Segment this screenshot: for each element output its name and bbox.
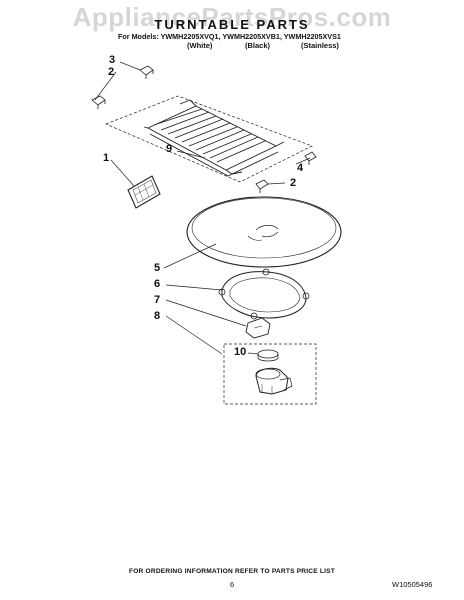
motor-part [255, 367, 293, 395]
callout-6: 6 [154, 278, 161, 290]
clip-part-2b [255, 179, 269, 193]
callout-9: 9 [166, 143, 173, 155]
callout-5: 5 [154, 262, 161, 274]
page-title: TURNTABLE PARTS [154, 17, 310, 32]
footer-note: FOR ORDERING INFORMATION REFER TO PARTS … [129, 568, 335, 575]
callout-4: 4 [297, 162, 304, 174]
callout-2-top: 2 [108, 66, 115, 78]
rack-part [143, 99, 285, 177]
callout-2-right: 2 [290, 177, 297, 189]
clip-part-2a [91, 95, 106, 109]
rack-outline [105, 95, 313, 183]
page-number: 6 [230, 580, 235, 589]
watermark: AppliancePartsPros.com [72, 2, 392, 32]
variant-black: (Black) [245, 41, 271, 50]
filter-part-1 [127, 175, 161, 209]
coupler-part-7 [245, 317, 271, 339]
variant-white: (White) [187, 41, 213, 50]
motor-box-outline [223, 343, 317, 405]
motor-cap-part-10 [257, 349, 279, 362]
variant-stainless: (Stainless) [301, 41, 339, 50]
roller-ring-part-6 [218, 268, 310, 320]
leader-lines [94, 61, 311, 355]
callout-10: 10 [234, 346, 247, 358]
clip-part-4 [304, 151, 317, 165]
callout-1: 1 [103, 152, 110, 164]
models-line: For Models: YWMH2205XVQ1, YWMH2205XVB1, … [118, 32, 341, 41]
document-code: W10505496 [392, 580, 433, 589]
clip-part-3 [139, 65, 154, 79]
glass-tray-part-5 [186, 196, 342, 268]
callout-3: 3 [109, 54, 116, 66]
callout-7: 7 [154, 294, 161, 306]
callout-8: 8 [154, 310, 161, 322]
